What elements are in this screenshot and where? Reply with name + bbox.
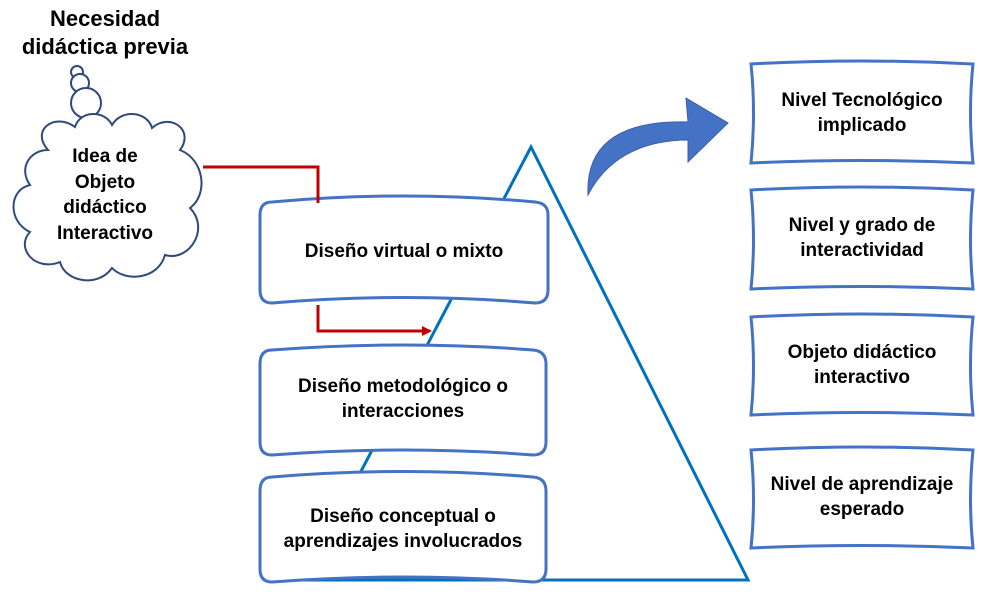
- box-didactic-object: [749, 312, 975, 417]
- header-title: Necesidad didáctica previa: [0, 5, 210, 60]
- box-learning-level: [749, 445, 975, 550]
- connector-cloud-to-stack: [203, 165, 320, 203]
- connector-stack-to-triangle: [316, 305, 432, 336]
- cloud-line-1: Idea de: [72, 146, 138, 167]
- header-line-1: Necesidad: [49, 6, 161, 31]
- stack-conceptual-line-2: aprendizajes involucrados: [283, 530, 523, 552]
- cloud-line-3: didáctico: [63, 197, 147, 219]
- stack-label-methodological: Diseño metodológico o interacciones: [260, 375, 546, 424]
- cloud-line-4: Interactivo: [56, 222, 154, 244]
- header-line-2: didáctica previa: [21, 33, 189, 59]
- stack-virtual-line-1: Diseño virtual o mixto: [304, 241, 504, 262]
- box-interactivity-level: [749, 185, 975, 291]
- right-learning-line-1: Nivel de aprendizaje: [770, 474, 954, 495]
- right-tech-line-1: Nivel Tecnológico: [781, 90, 943, 111]
- right-label-interactivity: Nivel y grado de interactividad: [751, 214, 973, 263]
- idea-cloud-shape: [12, 113, 203, 282]
- right-label-tech: Nivel Tecnológico implicado: [751, 89, 973, 138]
- right-tech-line-2: implicado: [817, 114, 907, 136]
- right-label-learning: Nivel de aprendizaje esperado: [751, 473, 973, 522]
- cloud-line-2: Objeto: [74, 171, 136, 193]
- right-object-line-1: Objeto didáctico: [787, 342, 937, 363]
- box-methodological-design: [258, 343, 548, 457]
- box-conceptual-design: [258, 470, 548, 584]
- stack-methodological-line-1: Diseño metodológico o: [297, 376, 509, 397]
- stack-label-conceptual: Diseño conceptual o aprendizajes involuc…: [260, 505, 546, 554]
- box-tech-level: [749, 59, 975, 165]
- stack-methodological-line-2: interacciones: [341, 400, 465, 422]
- cloud-label: Idea de Objeto didáctico Interactivo: [40, 144, 170, 247]
- stack-conceptual-line-1: Diseño conceptual o: [310, 506, 496, 527]
- box-virtual-design: [258, 194, 550, 305]
- stack-label-virtual: Diseño virtual o mixto: [260, 240, 548, 265]
- right-label-object: Objeto didáctico interactivo: [751, 341, 973, 390]
- right-interactivity-line-1: Nivel y grado de: [788, 215, 936, 236]
- right-interactivity-line-2: interactividad: [800, 239, 924, 261]
- right-learning-line-2: esperado: [819, 498, 905, 520]
- right-object-line-2: interactivo: [813, 366, 911, 388]
- curved-arrow-icon: [587, 97, 729, 197]
